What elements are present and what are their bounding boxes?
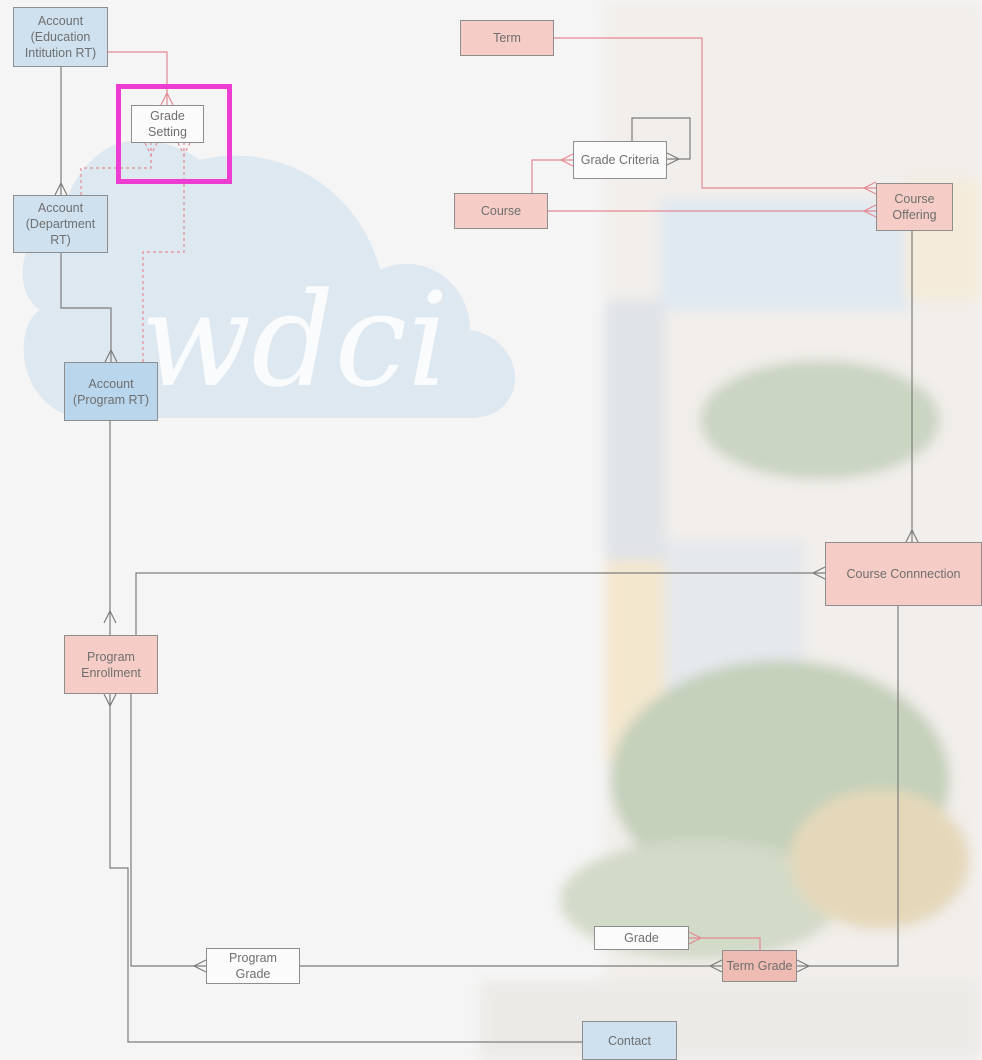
entity-account-program[interactable]: Account (Program RT): [64, 362, 158, 421]
entity-grade-criteria-label: Grade Criteria: [580, 153, 660, 167]
entity-contact[interactable]: Contact: [582, 1021, 677, 1060]
entity-term[interactable]: Term: [460, 20, 554, 56]
entity-contact-label: Contact: [607, 1033, 652, 1048]
entity-grade[interactable]: Grade: [594, 926, 689, 950]
entity-program-enrollment[interactable]: Program Enrollment: [64, 635, 158, 694]
entity-program-enrollment-label: Program Enrollment: [81, 649, 141, 680]
grade-setting-highlight: [116, 84, 232, 184]
entity-course-offering-label: Course Offering: [892, 192, 937, 222]
entity-term-grade-label: Term Grade: [726, 959, 793, 973]
entity-course-connection[interactable]: Course Connnection: [825, 542, 982, 606]
entity-course-offering[interactable]: Course Offering: [876, 183, 953, 231]
entity-program-grade[interactable]: Program Grade: [206, 948, 300, 984]
entity-term-label: Term: [493, 31, 521, 45]
entity-account-education[interactable]: Account (Education Intitution RT): [13, 7, 108, 67]
entity-grade-criteria[interactable]: Grade Criteria: [573, 141, 667, 179]
entity-account-department[interactable]: Account (Department RT): [13, 195, 108, 253]
entity-account-education-label: Account (Education Intitution RT): [24, 14, 97, 60]
entity-term-grade[interactable]: Term Grade: [722, 950, 797, 982]
entity-grade-setting[interactable]: Grade Setting: [131, 105, 204, 143]
entity-course-label: Course: [480, 204, 522, 218]
entity-course[interactable]: Course: [454, 193, 548, 229]
entity-program-grade-label: Program Grade: [229, 951, 277, 981]
entity-account-program-label: Account (Program RT): [72, 376, 150, 407]
entity-account-department-label: Account (Department RT): [25, 201, 96, 247]
entity-grade-label: Grade: [624, 931, 659, 945]
entity-grade-setting-label: Grade Setting: [148, 109, 187, 139]
watermark-logo: wdci: [22, 140, 515, 418]
svg-text:wdci: wdci: [140, 264, 449, 416]
entity-course-connection-label: Course Connnection: [846, 567, 961, 581]
